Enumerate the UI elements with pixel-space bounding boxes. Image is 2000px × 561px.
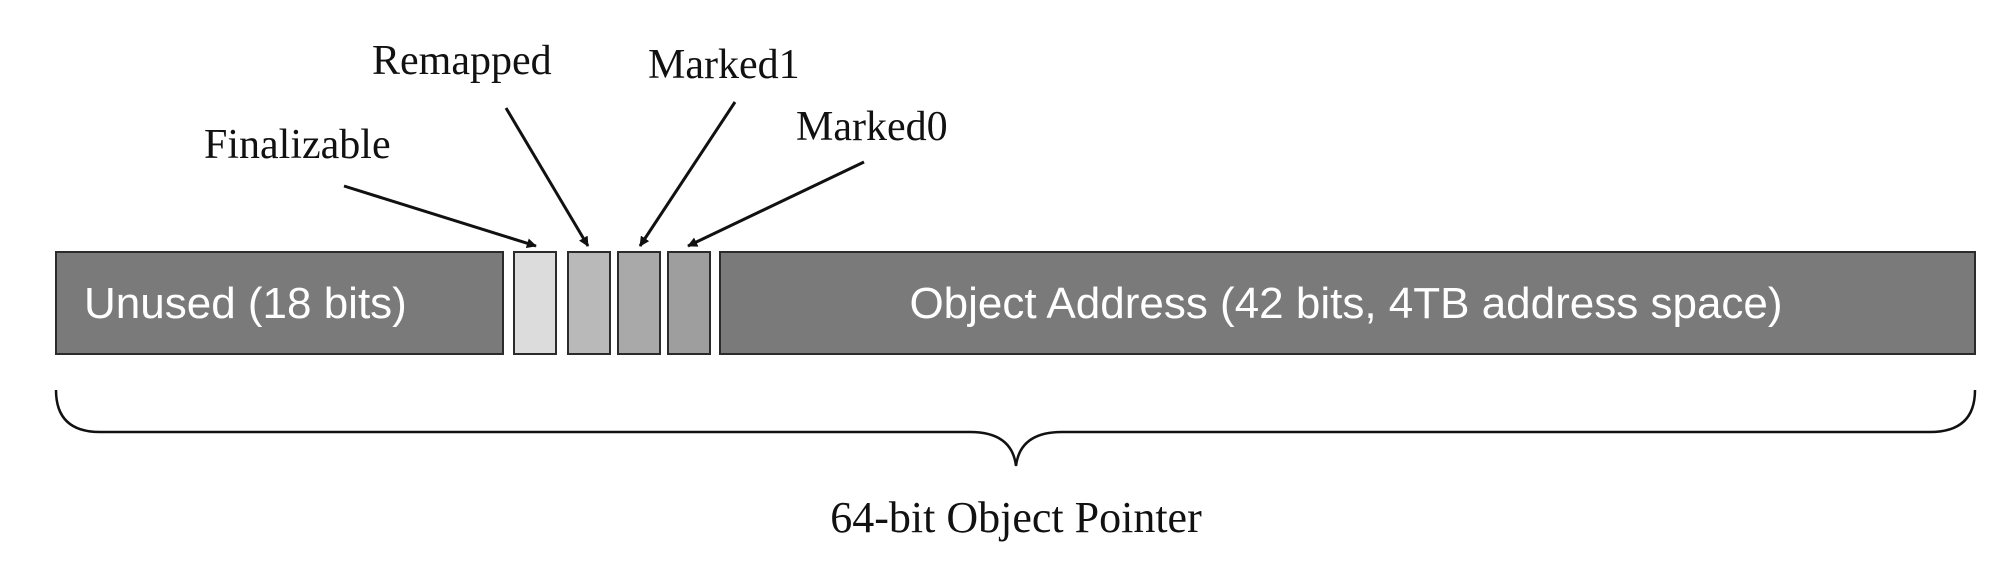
marked1-bit-block bbox=[617, 251, 661, 355]
callout-remapped: Remapped bbox=[372, 38, 552, 84]
diagram-caption: 64-bit Object Pointer bbox=[830, 493, 1202, 542]
arrow-marked0 bbox=[687, 160, 865, 248]
callout-marked0: Marked0 bbox=[796, 104, 948, 150]
unused-bits-block bbox=[55, 251, 504, 355]
object-address-block bbox=[719, 251, 1976, 355]
callout-finalizable: Finalizable bbox=[204, 122, 391, 168]
arrow-marked1 bbox=[638, 101, 737, 247]
callout-marked1: Marked1 bbox=[648, 42, 800, 88]
object-address-label: Object Address (42 bits, 4TB address spa… bbox=[909, 279, 1782, 328]
finalizable-bit-block bbox=[513, 251, 557, 355]
arrow-finalizable bbox=[343, 184, 537, 249]
unused-bits-label: Unused (18 bits) bbox=[84, 279, 407, 328]
arrow-remapped bbox=[504, 107, 590, 247]
marked0-bit-block bbox=[667, 251, 711, 355]
remapped-bit-block bbox=[567, 251, 611, 355]
pointer-span-brace bbox=[54, 389, 1977, 467]
